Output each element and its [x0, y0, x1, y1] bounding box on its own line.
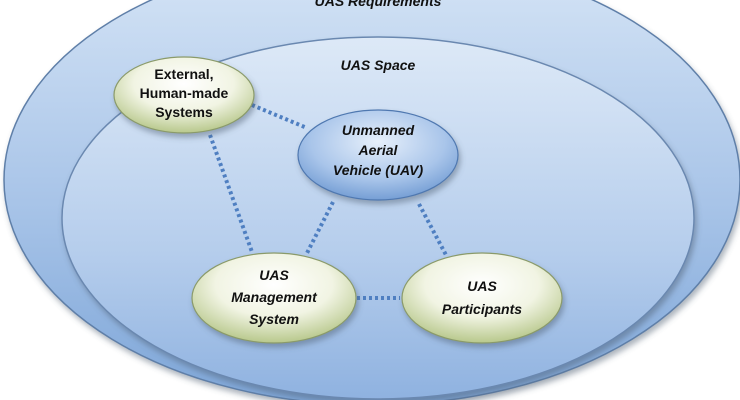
node-participants: UAS Participants: [401, 252, 563, 344]
node-management-line-3: System: [249, 311, 299, 327]
inner-title: UAS Space: [341, 57, 416, 73]
node-external-line-3: Systems: [155, 104, 213, 120]
node-uav-line-3: Vehicle (UAV): [333, 162, 424, 178]
node-uav-line-1: Unmanned: [342, 122, 415, 138]
node-participants-line-1: UAS: [467, 278, 497, 294]
connector-uav-participants: [417, 203, 448, 256]
node-participants-line-2: Participants: [442, 301, 522, 317]
connector-external-uav: [251, 103, 308, 130]
node-external-systems: External, Human-made Systems: [113, 56, 255, 134]
outer-title: UAS Requirements: [315, 0, 442, 9]
connector-external-management: [208, 134, 254, 253]
node-external-line-1: External,: [154, 66, 213, 82]
connector-uav-management: [304, 201, 335, 256]
node-external-line-2: Human-made: [140, 85, 229, 101]
node-uav-line-2: Aerial: [358, 142, 399, 158]
node-management-line-1: UAS: [259, 267, 289, 283]
node-management-system: UAS Management System: [191, 252, 357, 344]
node-management-line-2: Management: [231, 289, 318, 305]
node-uav: Unmanned Aerial Vehicle (UAV): [297, 109, 459, 201]
